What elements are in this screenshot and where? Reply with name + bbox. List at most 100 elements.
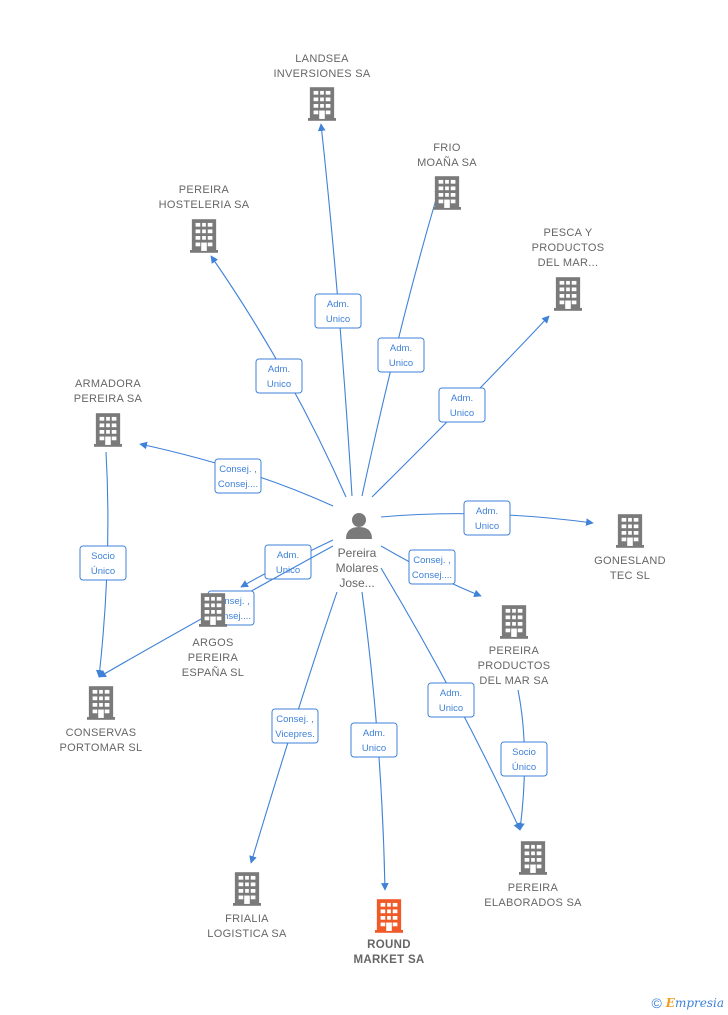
relation-label-text: Consej.... [211, 611, 251, 622]
relation-label-text: Unico [450, 408, 474, 419]
company-name-line: PRODUCTOS [478, 660, 551, 672]
company-name-line: ELABORADOS SA [484, 897, 582, 909]
relation-label-text: Adm. [440, 688, 462, 699]
relation-label-box [214, 458, 262, 494]
relation-label[interactable]: Adm. Unico [438, 387, 486, 423]
building-icon [519, 841, 547, 875]
relation-label-box [314, 293, 362, 329]
relation-label[interactable]: Adm. Unico [314, 293, 362, 329]
company-name-line: ESPAÑA SL [182, 666, 244, 679]
relation-label-box [264, 544, 312, 580]
edge-center-frialia: Consej. ,Vicepres. [249, 591, 338, 864]
company-name-line: MARKET SA [353, 954, 424, 966]
company-node-frialia[interactable]: FRIALIA LOGISTICA SA [207, 872, 287, 940]
edge-center-round: Adm.Unico [350, 591, 398, 891]
relation-label-text: Unico [326, 314, 350, 325]
company-name-line: PEREIRA [489, 645, 540, 657]
relation-label-box [377, 337, 425, 373]
building-icon [308, 87, 336, 121]
relation-label[interactable]: Adm.Unico [377, 337, 425, 373]
building-icon [375, 899, 403, 933]
company-name-line: LOGISTICA SA [207, 928, 287, 940]
relation-label[interactable]: Adm.Unico [427, 682, 475, 718]
edge-center-hosteleria: Adm. Unico [210, 255, 347, 498]
relation-label[interactable]: Adm.Unico [350, 722, 398, 758]
relation-label-text: Único [91, 566, 115, 577]
relation-label-box [255, 358, 303, 394]
footer-brand[interactable]: © Empresia [651, 995, 724, 1011]
company-node-landsea[interactable]: LANDSEA INVERSIONES SA [273, 53, 371, 121]
building-icon [199, 593, 227, 627]
relation-label[interactable]: Consej. ,Consej.... [408, 549, 456, 585]
building-icon [554, 277, 582, 311]
relation-label[interactable]: Adm. Unico [463, 500, 511, 536]
person-name-line: Molares [336, 561, 379, 575]
person-name-line: Jose... [339, 576, 374, 590]
edge-center-elaborados: Adm.Unico [380, 567, 521, 831]
relation-label-box [463, 500, 511, 536]
relation-label-box [500, 741, 548, 777]
relation-label[interactable]: Consej. ,Vicepres. [271, 708, 319, 744]
company-name-line: FRIALIA [225, 913, 269, 925]
company-name-line: LANDSEA [295, 53, 349, 65]
company-name-line: INVERSIONES SA [273, 68, 370, 80]
relation-label-text: Socio [512, 747, 536, 758]
relation-label[interactable]: Consej. ,Consej.... [214, 458, 262, 494]
relation-label[interactable]: Adm. Unico [255, 358, 303, 394]
edge-line [361, 185, 442, 497]
relation-label-text: Adm. [327, 299, 349, 310]
relation-label-text: Adm. [277, 550, 299, 561]
company-node-frio[interactable]: FRIO MOAÑA SA [417, 142, 477, 210]
edge-center-landsea: Adm. Unico [314, 123, 362, 497]
relation-label-text: Único [512, 762, 536, 773]
company-name-line: HOSTELERIA SA [159, 199, 250, 211]
company-node-elaborados[interactable]: PEREIRA ELABORADOS SA [484, 841, 582, 909]
edge-center-armadora: Consej. ,Consej.... [139, 441, 334, 507]
building-icon [190, 219, 218, 253]
company-name-line: PEREIRA SA [74, 393, 143, 405]
company-name-line: PEREIRA [508, 882, 559, 894]
building-icon [233, 872, 261, 906]
person-node[interactable]: PereiraMolaresJose... [336, 513, 379, 590]
relation-label-box [427, 682, 475, 718]
building-icon [616, 514, 644, 548]
relation-label-text: Unico [475, 521, 499, 532]
relation-label-text: Adm. [476, 506, 498, 517]
building-icon [87, 686, 115, 720]
relation-label-text: Unico [267, 379, 291, 390]
copyright-icon: © [651, 995, 662, 1011]
company-name-line: TEC SL [610, 570, 650, 582]
company-name-line: PEREIRA [188, 652, 239, 664]
brand-logo: Empresia [665, 996, 724, 1010]
building-icon [94, 413, 122, 447]
relation-label-text: Socio [91, 551, 115, 562]
building-icon [433, 176, 461, 210]
company-name-line: MOAÑA SA [417, 156, 477, 169]
company-name-line: FRIO [433, 142, 461, 154]
relation-label-box [271, 708, 319, 744]
company-name-line: ARGOS [192, 637, 233, 649]
company-node-gonesland[interactable]: GONESLAND TEC SL [594, 514, 666, 582]
edge-center-pereira_productos: Consej. ,Consej.... [380, 545, 482, 598]
company-name-line: GONESLAND [594, 555, 666, 567]
building-icon [500, 605, 528, 639]
relation-label-text: Adm. [390, 343, 412, 354]
relation-label-box [350, 722, 398, 758]
relation-label-text: Adm. [451, 393, 473, 404]
edge-center-gonesland: Adm. Unico [380, 500, 594, 536]
company-name-line: DEL MAR... [538, 257, 599, 269]
edge-line [98, 545, 334, 678]
relation-label-text: Adm. [268, 364, 290, 375]
company-node-argos[interactable]: ARGOS PEREIRA ESPAÑA SL [182, 593, 244, 679]
